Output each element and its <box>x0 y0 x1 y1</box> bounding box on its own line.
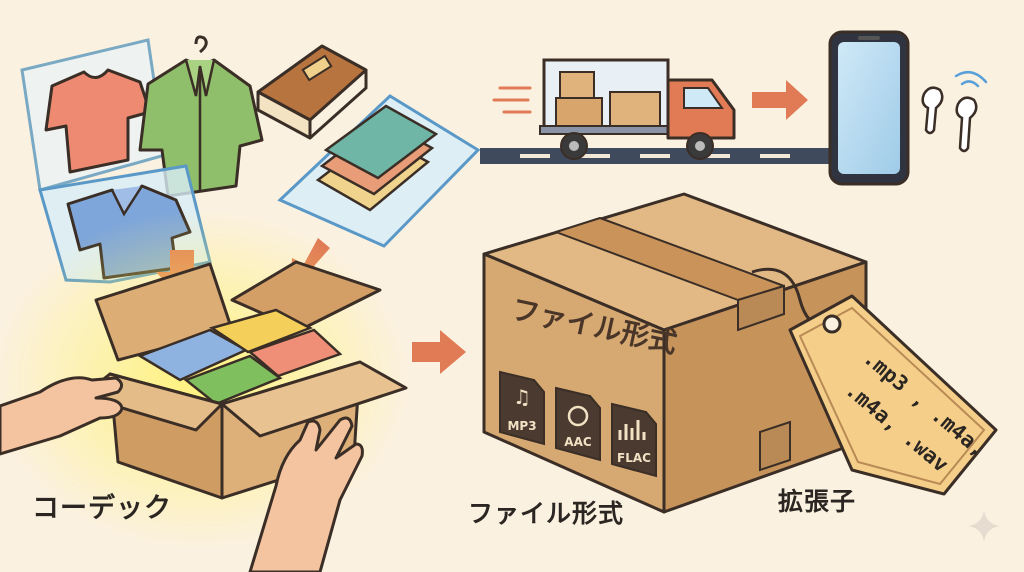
extension-tag: .mp3 , .m4a, .m4a, .wav <box>751 267 998 496</box>
open-box-illustration <box>80 260 408 500</box>
format-icons: ♫ MP3 AAC FLAC <box>499 370 657 478</box>
aac-file-icon: AAC <box>555 386 601 462</box>
file-format-caption: ファイル形式 <box>468 499 625 528</box>
flac-label: FLAC <box>617 451 651 465</box>
flac-file-icon: FLAC <box>611 402 657 478</box>
arrow-right-to-format-icon <box>412 330 466 374</box>
mp3-label: MP3 <box>507 419 536 433</box>
left-hand-illustration <box>0 376 124 456</box>
smartphone-icon <box>828 30 910 186</box>
folded-red-shirt <box>247 328 343 378</box>
arrow-to-phone-icon <box>752 80 808 120</box>
right-hand-illustration <box>248 416 364 572</box>
earbuds-icon <box>921 70 988 153</box>
sparkle-icon <box>968 510 1000 542</box>
delivery-truck-illustration <box>480 58 836 164</box>
mp3-file-icon: ♫ MP3 <box>499 370 545 446</box>
folded-yellow-shirt <box>209 308 314 354</box>
folded-green-shirt <box>183 354 283 406</box>
codec-caption: コーデック <box>32 493 172 524</box>
aac-label: AAC <box>564 435 592 449</box>
tag-hole <box>822 314 842 334</box>
svg-text:♫: ♫ <box>513 385 531 409</box>
red-tshirt-icon <box>44 68 152 174</box>
books-illustration <box>256 44 481 248</box>
extension-caption: 拡張子 <box>778 487 857 516</box>
